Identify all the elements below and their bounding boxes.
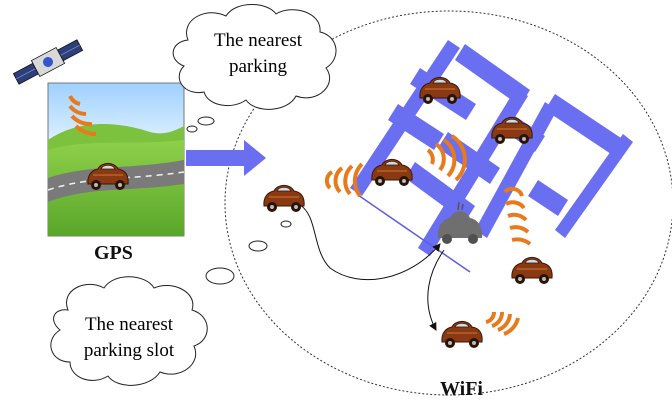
parking-lot-edge <box>357 194 471 273</box>
cloud-bottom-line1: The nearest <box>84 314 174 335</box>
gps-to-wifi-arrow <box>186 140 266 176</box>
route-arrow-to-car <box>427 249 445 331</box>
gps-label: GPS <box>94 242 133 264</box>
cloud-bottom-line2: parking slot <box>83 340 175 361</box>
cloud-top-text: The nearest parking <box>196 28 320 80</box>
cloud-top-line1: The nearest <box>213 30 303 51</box>
wifi-signal-waves-icon <box>324 134 532 336</box>
car-icon <box>441 320 483 349</box>
thought-cloud-icon-bottom <box>50 220 292 386</box>
parked-car-gray-icon <box>437 201 483 244</box>
route-arrow-to-slot <box>299 204 441 281</box>
thought-cloud-icon-top <box>172 4 337 133</box>
wifi-coverage-ellipse <box>224 10 672 396</box>
gps-signal-waves-icon <box>68 95 97 137</box>
cloud-top-line2: parking <box>228 56 288 77</box>
cloud-bottom-text: The nearest parking slot <box>62 312 196 364</box>
parking-lot <box>350 40 633 256</box>
satellite-icon <box>12 39 84 85</box>
gps-landscape-image <box>47 82 185 237</box>
wifi-label: WiFi <box>440 378 483 400</box>
car-icon <box>511 256 553 285</box>
car-icon <box>263 184 305 213</box>
